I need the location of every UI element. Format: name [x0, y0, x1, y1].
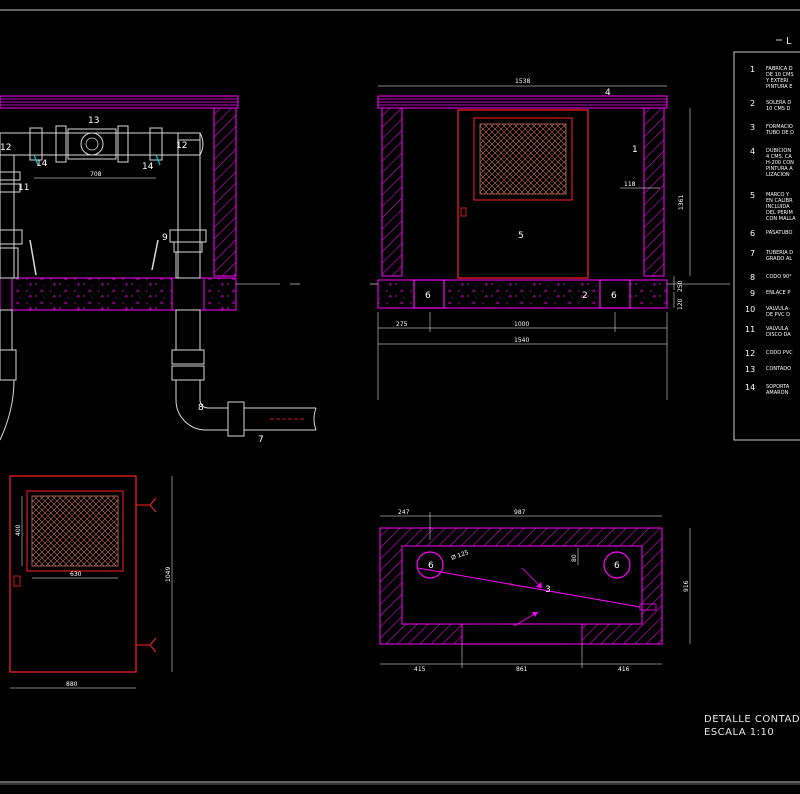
dim-247: 247 — [398, 509, 410, 516]
drawing-frame — [0, 9, 800, 785]
legend-number-13: 13 — [745, 365, 755, 374]
label-8: 8 — [198, 403, 204, 413]
dim-250: 250 — [677, 280, 684, 292]
label-9: 9 — [162, 233, 168, 243]
dim-708: 708 — [90, 171, 102, 178]
dim-120: 120 — [677, 298, 684, 310]
dim-630: 630 — [70, 571, 82, 578]
legend-text-1-4: PINTURA E — [766, 84, 792, 90]
plan-view: 247 987 916 415 861 416 Ø 125 80 6 6 3 — [379, 509, 691, 673]
legend-text-11-2: DISCO DA — [766, 332, 791, 338]
door-detail-view: 400 630 1049 880 — [9, 475, 173, 689]
legend-text-13-1: CONTADO — [766, 366, 791, 372]
legend-text-6-1: PASATUBO — [766, 230, 792, 236]
legend-text-1-1: FABRICA D — [766, 66, 793, 72]
legend-number-5: 5 — [750, 191, 755, 200]
dim-118: 118 — [624, 181, 636, 188]
label-14-right: 14 — [142, 162, 154, 172]
front-elevation-view: 1538 1361 118 250 120 275 1000 1540 — [370, 78, 730, 400]
legend-number-12: 12 — [745, 349, 755, 358]
legend-text-5-3: INCLUIDA — [766, 204, 790, 210]
dim-415: 415 — [414, 666, 426, 673]
label-4: 4 — [605, 88, 611, 98]
legend-text-7-1: TUBERIA D — [765, 250, 793, 256]
legend-text-10-2: DE PVC D — [766, 312, 790, 318]
pipe-elevation-view: 708 13 12 12 14 14 11 9 8 7 — [0, 95, 317, 445]
legend-number-11: 11 — [745, 325, 755, 334]
title-scale: ESCALA 1:10 — [704, 727, 774, 738]
title-line-1: DETALLE CONTADO — [704, 714, 800, 725]
label-14-left: 14 — [36, 159, 48, 169]
legend-text-4-1: DUBICION — [766, 148, 791, 154]
legend-number-3: 3 — [750, 123, 755, 132]
legend-text-4-3: H-200 CON — [766, 160, 794, 166]
legend-number-2: 2 — [750, 99, 755, 108]
legend-text-5-1: MARCO Y — [766, 192, 790, 198]
label-13: 13 — [88, 116, 99, 126]
legend-number-6: 6 — [750, 229, 755, 238]
legend-text-8-1: CODO 90° — [766, 274, 792, 280]
legend-text-4-4: PINTURA A — [766, 166, 793, 172]
label-3: 3 — [545, 585, 551, 595]
legend-number-1: 1 — [750, 65, 755, 74]
label-7: 7 — [258, 435, 264, 445]
legend-number-9: 9 — [750, 289, 755, 298]
legend-text-4-5: LIZACION — [766, 172, 790, 178]
legend-text-12-1: CODO PVC — [766, 350, 793, 356]
dim-1361: 1361 — [678, 195, 685, 210]
label-6-plan-left: 6 — [428, 561, 434, 571]
dim-400: 400 — [15, 524, 22, 536]
dim-80: 80 — [571, 554, 578, 562]
dim-1049: 1049 — [165, 567, 172, 582]
dim-275: 275 — [396, 321, 408, 328]
legend-header: L — [786, 36, 792, 47]
drawing-title: DETALLE CONTADO ESCALA 1:10 — [704, 714, 800, 738]
legend-number-10: 10 — [745, 305, 755, 314]
dim-861: 861 — [516, 666, 528, 673]
dim-880: 880 — [66, 681, 78, 688]
legend-number-7: 7 — [750, 249, 755, 258]
legend-text-2-1: SOLERA D — [766, 100, 791, 106]
legend-text-5-5: CON MALLA — [766, 216, 796, 222]
label-6-left: 6 — [425, 291, 431, 301]
dim-1538: 1538 — [515, 78, 530, 85]
label-6-right: 6 — [611, 291, 617, 301]
legend-text-14-2: AMARON — [766, 390, 789, 396]
legend-text-3-2: TUBO DE D — [765, 130, 794, 136]
legend-text-5-4: DEL PERIM — [766, 210, 793, 216]
label-6-plan-right: 6 — [614, 561, 620, 571]
label-5: 5 — [518, 231, 524, 241]
legend-text-11-1: VALVULA — [766, 326, 789, 332]
label-12-right: 12 — [176, 141, 187, 151]
legend-text-2-2: 10 CMS D — [766, 106, 791, 112]
legend-text-4-2: 4 CMS. CA — [766, 154, 792, 160]
dim-1000: 1000 — [514, 321, 529, 328]
label-2: 2 — [582, 291, 588, 301]
legend-text-14-1: SOPORTA — [766, 384, 790, 390]
legend-text-7-2: GRADO AL — [766, 256, 792, 262]
legend-number-4: 4 — [750, 147, 755, 156]
dim-987: 987 — [514, 509, 526, 516]
legend-text-9-1: ENLACE P — [766, 290, 790, 296]
legend-text-1-3: Y EXTERI — [765, 78, 788, 84]
legend-number-14: 14 — [745, 383, 755, 392]
legend-text-3-1: FORMACIO — [766, 124, 793, 130]
legend-text-1-2: DE 10 CMS — [766, 72, 794, 78]
legend-text-5-2: EN CALIBR — [766, 198, 793, 204]
label-12-left: 12 — [0, 143, 11, 153]
legend-number-8: 8 — [750, 273, 755, 282]
label-1: 1 — [632, 145, 638, 155]
dim-1540: 1540 — [514, 337, 529, 344]
label-11: 11 — [18, 183, 29, 193]
dim-916: 916 — [683, 580, 690, 592]
legend-text-10-1: VALVULA — [766, 306, 789, 312]
dim-416: 416 — [618, 666, 630, 673]
